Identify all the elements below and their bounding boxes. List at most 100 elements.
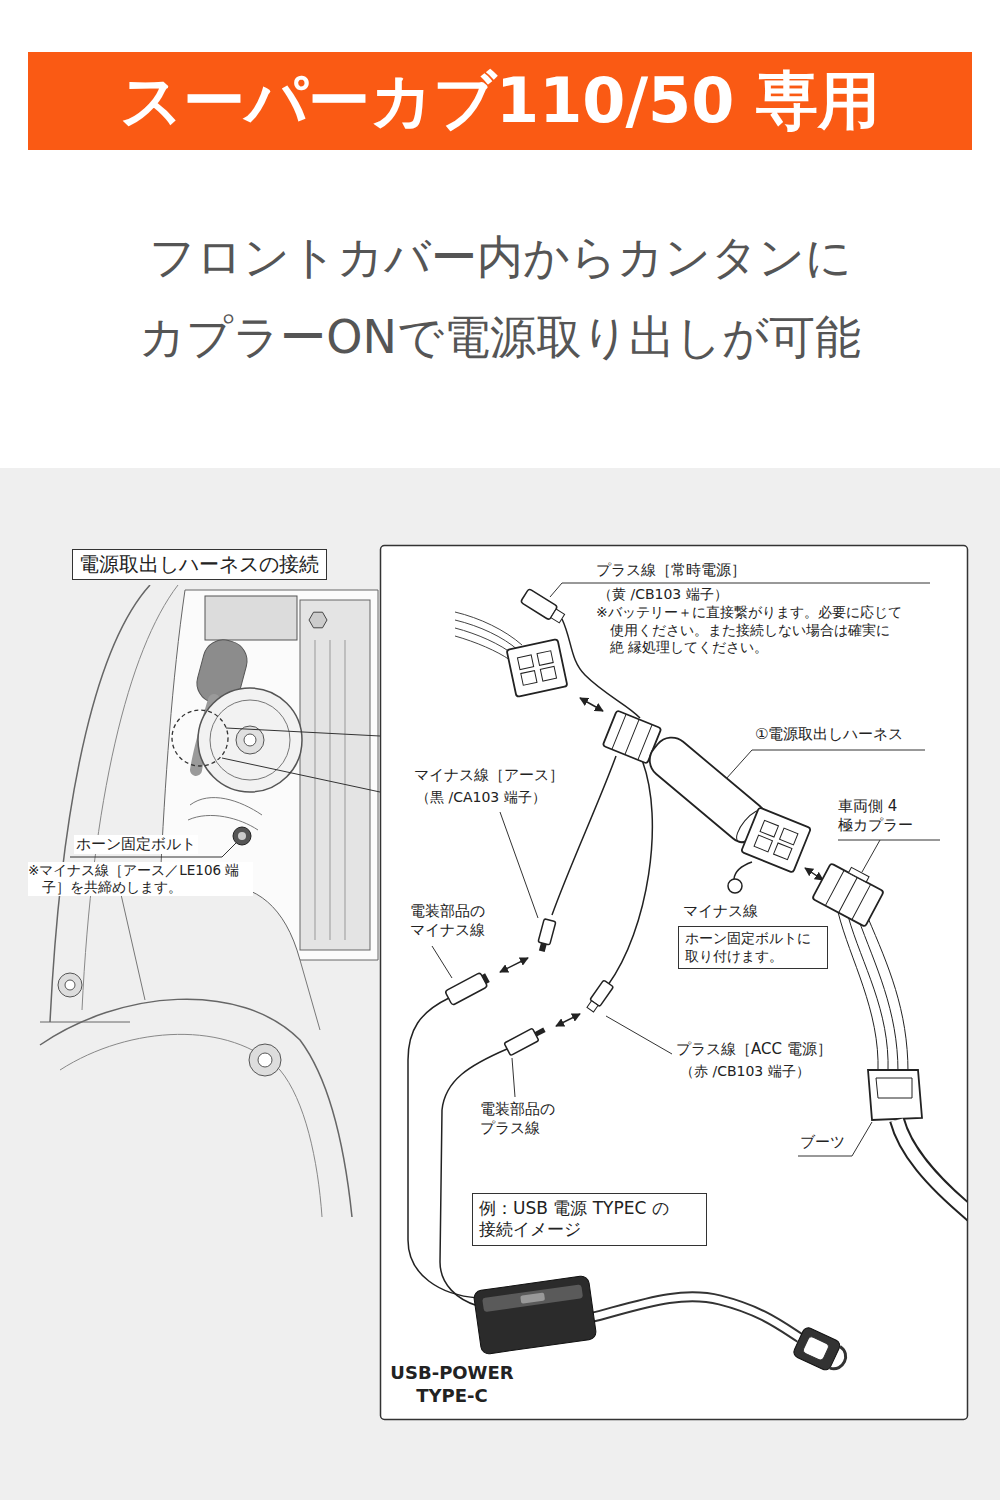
leader-line bbox=[512, 1058, 515, 1097]
device-logo bbox=[520, 1293, 545, 1304]
box-text: ホーン固定ボルトに 取り付けます。 bbox=[685, 930, 819, 965]
note-box: マイナス線ホーン固定ボルトに 取り付けます。 bbox=[678, 926, 828, 969]
leg-shield-inner bbox=[82, 585, 178, 1010]
connect-arrow bbox=[556, 1014, 580, 1026]
horn-bolt-center bbox=[238, 832, 246, 840]
fender-inner bbox=[60, 1034, 322, 1217]
inner-cover bbox=[160, 590, 378, 960]
grey-ground bbox=[0, 468, 1000, 1500]
boot bbox=[868, 1070, 922, 1120]
vehicle-wires bbox=[838, 912, 908, 1072]
leader-line bbox=[838, 840, 940, 872]
part-name: ホーン固定ボルト bbox=[74, 835, 198, 854]
frame-ribs bbox=[315, 640, 345, 940]
bolt-center bbox=[258, 1053, 272, 1067]
harness-plug bbox=[585, 980, 613, 1013]
device-plug bbox=[504, 1023, 548, 1055]
leader-line bbox=[798, 1122, 872, 1156]
device-plug bbox=[445, 971, 491, 1006]
note-box: 例：USB 電源 TYPEC の 接続イメージ bbox=[472, 1193, 707, 1246]
note: ※マイナス線［アース／LE106 端子］を共締めします。 bbox=[28, 862, 253, 896]
wire-name: プラス線［常時電源］ bbox=[594, 561, 748, 580]
coupler-pin bbox=[537, 651, 553, 666]
plug-tip bbox=[539, 943, 547, 952]
device-body bbox=[473, 1275, 597, 1355]
wire-name: プラス線［ACC 電源］ bbox=[674, 1040, 834, 1059]
fender bbox=[40, 999, 352, 1217]
connect-arrow bbox=[500, 958, 528, 972]
port-body bbox=[792, 1326, 842, 1372]
subtitle: カプラーONで電源取り出しが可能 bbox=[0, 310, 1000, 365]
leader-line bbox=[726, 750, 925, 779]
terminal-spec: （黄 /CB103 端子） bbox=[596, 586, 730, 604]
horn-ring bbox=[210, 700, 290, 780]
device-wire bbox=[440, 1049, 507, 1306]
box-heading: マイナス線 bbox=[681, 902, 760, 921]
usb-cable-inner bbox=[590, 1297, 800, 1338]
bolt bbox=[58, 973, 82, 997]
port-opening bbox=[802, 1336, 830, 1362]
device-band bbox=[482, 1284, 583, 1312]
terminal-spec: （赤 /CB103 端子） bbox=[678, 1063, 812, 1081]
horn-bolt bbox=[233, 827, 251, 845]
box-text: 例：USB 電源 TYPEC の 接続イメージ bbox=[479, 1198, 699, 1241]
magnifier-ring bbox=[172, 710, 228, 766]
product-name: USB-POWER TYPE-C bbox=[386, 1362, 518, 1407]
part-name: ①電源取出しハーネス bbox=[753, 725, 905, 744]
connect-arrow bbox=[805, 868, 823, 880]
title-text: スーパーカブ110/50 専用 bbox=[120, 64, 880, 138]
harness-coupler bbox=[507, 639, 568, 697]
coupler-pin bbox=[774, 843, 792, 860]
coupler-body bbox=[812, 863, 884, 926]
detail-panel bbox=[381, 546, 968, 1420]
coupler-pin bbox=[521, 671, 537, 686]
leader-line bbox=[432, 946, 452, 978]
title-box: 電源取出しハーネスの接続 bbox=[72, 549, 327, 580]
port-cap bbox=[830, 1346, 850, 1372]
usb-cable bbox=[590, 1297, 800, 1338]
plug-tip bbox=[482, 973, 490, 984]
harness-drawing bbox=[408, 583, 967, 1376]
frame-block bbox=[300, 600, 370, 950]
leader-line bbox=[500, 812, 538, 918]
usb-device bbox=[473, 1275, 597, 1355]
battery-plug bbox=[520, 588, 566, 625]
bracket bbox=[205, 596, 297, 640]
red-wire bbox=[608, 760, 652, 985]
usb-port bbox=[792, 1326, 851, 1376]
part-name: ブーツ bbox=[798, 1133, 847, 1152]
boot-opening bbox=[876, 1078, 912, 1098]
coupler-latch bbox=[849, 867, 869, 882]
wire-tie bbox=[188, 798, 262, 830]
title-banner: スーパーカブ110/50 専用 bbox=[28, 52, 972, 150]
part-name: 車両側 4 極カプラー bbox=[836, 797, 934, 835]
magnifier-line bbox=[222, 728, 380, 792]
horn bbox=[198, 688, 302, 792]
coupler-pin bbox=[517, 655, 533, 670]
coupler-pin bbox=[760, 820, 778, 837]
connect-arrow bbox=[580, 698, 603, 711]
cable-inner bbox=[897, 1120, 967, 1215]
coupler-ribs bbox=[825, 870, 870, 919]
scooter-front bbox=[40, 585, 378, 1217]
ring-terminal bbox=[728, 879, 742, 893]
bolt-center bbox=[65, 980, 75, 990]
subtitle: フロントカバー内からカンタンに bbox=[0, 230, 1000, 285]
leg-shield-base bbox=[40, 1022, 130, 1023]
horn-cap bbox=[244, 734, 256, 746]
plug-body bbox=[538, 919, 556, 945]
cable bbox=[897, 1120, 967, 1215]
coupler-ribs bbox=[612, 714, 652, 760]
device-wire bbox=[408, 998, 478, 1298]
terminal-spec: （黒 /CA103 端子） bbox=[414, 789, 548, 807]
coupler-pin bbox=[540, 666, 556, 681]
coupler-body bbox=[507, 639, 568, 697]
harness-plug bbox=[536, 919, 556, 953]
ground-wire bbox=[734, 862, 752, 879]
coupler-pin bbox=[780, 828, 798, 845]
bolt bbox=[249, 1044, 281, 1076]
fork-tube bbox=[120, 890, 320, 1030]
